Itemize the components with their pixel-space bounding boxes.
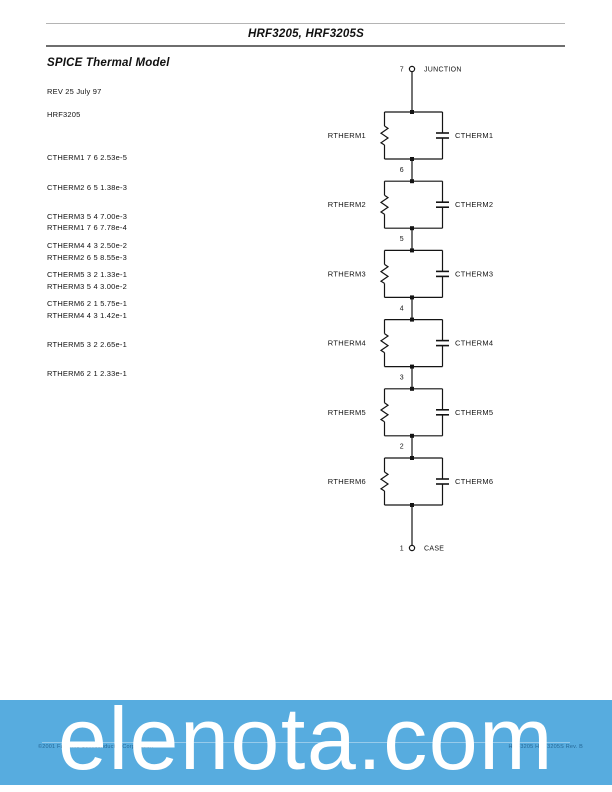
ctherm-label: CTHERM6 — [455, 477, 493, 486]
rtherm-line: RTHERM6 2 1 2.33e-1 — [47, 368, 127, 378]
footer-copyright: ©2001 Fairchild Semiconductor Corporatio… — [38, 744, 154, 750]
resistor-symbol — [379, 333, 390, 354]
node-dot — [410, 110, 414, 114]
rtherm-label: RTHERM5 — [328, 408, 366, 417]
watermark-text: elenota.com — [58, 700, 554, 785]
header-top-rule — [46, 23, 565, 24]
node-dot — [410, 179, 414, 184]
ctherm-line: CTHERM2 6 5 1.38e-3 — [47, 182, 128, 192]
ctherm-label: CTHERM3 — [455, 269, 493, 278]
node-dot — [410, 317, 414, 322]
rtherm-label: RTHERM4 — [328, 339, 366, 348]
ctherm-label: CTHERM1 — [455, 131, 493, 140]
rtherm-line: RTHERM1 7 6 7.78e-4 — [47, 223, 127, 233]
ctherm-line: CTHERM3 5 4 7.00e-3 — [47, 211, 128, 221]
node-number: 6 — [400, 167, 404, 174]
ctherm-label: CTHERM2 — [455, 200, 493, 209]
rtherm-label: RTHERM6 — [328, 477, 366, 486]
node-dot — [410, 386, 414, 391]
ctherm-line: CTHERM4 4 3 2.50e-2 — [47, 240, 128, 250]
junction-label: JUNCTION — [424, 66, 462, 73]
rtherm-line: RTHERM4 4 3 1.42e-1 — [47, 310, 127, 320]
case-node-number: 1 — [400, 545, 404, 552]
resistor-symbol — [379, 194, 390, 215]
rtherm-label: RTHERM1 — [328, 131, 366, 140]
spice-model-name: HRF3205 — [47, 110, 81, 119]
section-title: SPICE Thermal Model — [47, 57, 170, 69]
ctherm-line: CTHERM1 7 6 2.53e-5 — [47, 153, 128, 163]
resistor-symbol — [379, 402, 390, 423]
rtherm-line: RTHERM5 3 2 2.65e-1 — [47, 339, 127, 349]
resistor-symbol — [379, 471, 390, 492]
rtherm-listing: RTHERM1 7 6 7.78e-4 RTHERM2 6 5 8.55e-3 … — [47, 204, 127, 398]
ctherm-line: CTHERM6 2 1 5.75e-1 — [47, 298, 128, 308]
ctherm-label: CTHERM5 — [455, 408, 493, 417]
rtherm-line: RTHERM3 5 4 3.00e-2 — [47, 281, 127, 291]
node-dot — [410, 456, 414, 460]
junction-node-number: 7 — [400, 66, 404, 73]
junction-terminal — [408, 65, 416, 73]
node-number: 5 — [400, 236, 404, 243]
case-terminal — [408, 544, 416, 552]
resistor-symbol — [379, 125, 390, 146]
node-number: 3 — [400, 375, 404, 382]
ctherm-line: CTHERM5 3 2 1.33e-1 — [47, 269, 128, 279]
footer-doc-ref: HRF3205 HRF3205S Rev. B — [508, 744, 583, 750]
spice-rev-line: REV 25 July 97 — [47, 87, 102, 96]
rtherm-line: RTHERM2 6 5 8.55e-3 — [47, 252, 127, 262]
rtherm-label: RTHERM2 — [328, 200, 366, 209]
node-number: 4 — [400, 305, 404, 312]
resistor-symbol — [379, 263, 390, 284]
node-number: 2 — [400, 444, 404, 451]
watermark-banner: ©2001 Fairchild Semiconductor Corporatio… — [0, 700, 612, 785]
ctherm-label: CTHERM4 — [455, 339, 493, 348]
rtherm-label: RTHERM3 — [328, 269, 366, 278]
page-title: HRF3205, HRF3205S — [248, 28, 364, 40]
header-bottom-rule — [46, 45, 565, 47]
case-label: CASE — [424, 545, 444, 552]
footer-rule — [42, 742, 570, 743]
ctherm-listing: CTHERM1 7 6 2.53e-5 CTHERM2 6 5 1.38e-3 … — [47, 134, 127, 328]
node-dot — [410, 248, 414, 253]
